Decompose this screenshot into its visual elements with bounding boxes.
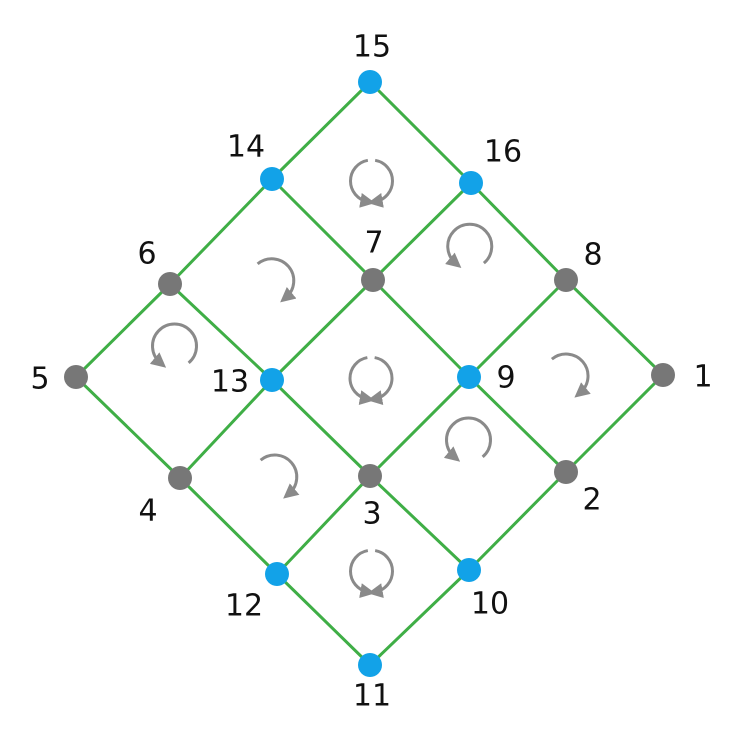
- rotation-double-arrow-icon: [349, 549, 394, 599]
- edge-7-13: [270, 278, 375, 382]
- node-label-12: 12: [225, 589, 263, 624]
- node-1: [651, 363, 675, 387]
- rotation-counterclockwise-icon: [149, 322, 198, 368]
- edge-6-13: [168, 282, 274, 382]
- node-10: [457, 558, 481, 582]
- edges-layer: [74, 80, 665, 667]
- edge-3-12: [275, 474, 372, 576]
- node-9: [457, 365, 481, 389]
- rotations-layer: [149, 158, 591, 599]
- node-label-14: 14: [227, 130, 265, 165]
- edge-8-9: [467, 278, 568, 379]
- edge-3-10: [368, 474, 471, 572]
- rotation-counterclockwise-icon: [445, 222, 494, 268]
- node-label-3: 3: [362, 497, 381, 532]
- edge-8-1: [564, 278, 665, 377]
- edge-14-7: [270, 177, 375, 282]
- node-13: [260, 368, 284, 392]
- node-label-4: 4: [138, 494, 157, 529]
- edge-4-12: [178, 476, 279, 576]
- edge-12-11: [275, 572, 372, 667]
- edge-6-5: [74, 282, 172, 379]
- node-label-1: 1: [693, 360, 712, 395]
- node-12: [265, 562, 289, 586]
- node-label-11: 11: [353, 679, 391, 714]
- edge-13-4: [178, 378, 274, 480]
- rotation-double-arrow-icon: [349, 158, 394, 208]
- edge-7-9: [371, 278, 471, 379]
- nodes-layer: [64, 70, 675, 677]
- node-label-13: 13: [211, 365, 249, 400]
- node-label-6: 6: [137, 237, 156, 272]
- edge-9-2: [467, 375, 568, 474]
- node-5: [64, 365, 88, 389]
- edge-1-2: [564, 373, 665, 474]
- node-6: [158, 272, 182, 296]
- edge-16-8: [469, 181, 568, 282]
- edge-15-14: [270, 80, 372, 181]
- edge-14-6: [168, 177, 274, 286]
- rotation-counterclockwise-icon: [443, 416, 492, 462]
- node-4: [168, 466, 192, 490]
- edge-13-3: [270, 378, 372, 478]
- node-14: [260, 167, 284, 191]
- edge-10-11: [368, 568, 471, 667]
- rotation-clockwise-icon: [550, 352, 591, 398]
- node-label-2: 2: [582, 483, 601, 518]
- edge-16-7: [371, 181, 473, 282]
- node-label-16: 16: [484, 135, 522, 170]
- edge-5-4: [74, 375, 182, 480]
- node-label-9: 9: [496, 361, 515, 396]
- node-3: [358, 464, 382, 488]
- rotation-double-arrow-icon: [348, 356, 394, 406]
- node-8: [554, 268, 578, 292]
- edge-15-16: [368, 80, 473, 185]
- node-label-5: 5: [30, 362, 49, 397]
- node-label-15: 15: [353, 30, 391, 65]
- edge-2-10: [467, 470, 568, 572]
- node-label-7: 7: [364, 226, 383, 261]
- node-7: [361, 268, 385, 292]
- node-11: [358, 653, 382, 677]
- edge-9-3: [368, 375, 471, 478]
- node-label-10: 10: [471, 587, 509, 622]
- node-2: [554, 460, 578, 484]
- rotation-clockwise-icon: [259, 453, 300, 499]
- node-label-8: 8: [583, 238, 602, 273]
- rotation-clockwise-icon: [256, 257, 297, 303]
- node-16: [459, 171, 483, 195]
- node-15: [358, 70, 382, 94]
